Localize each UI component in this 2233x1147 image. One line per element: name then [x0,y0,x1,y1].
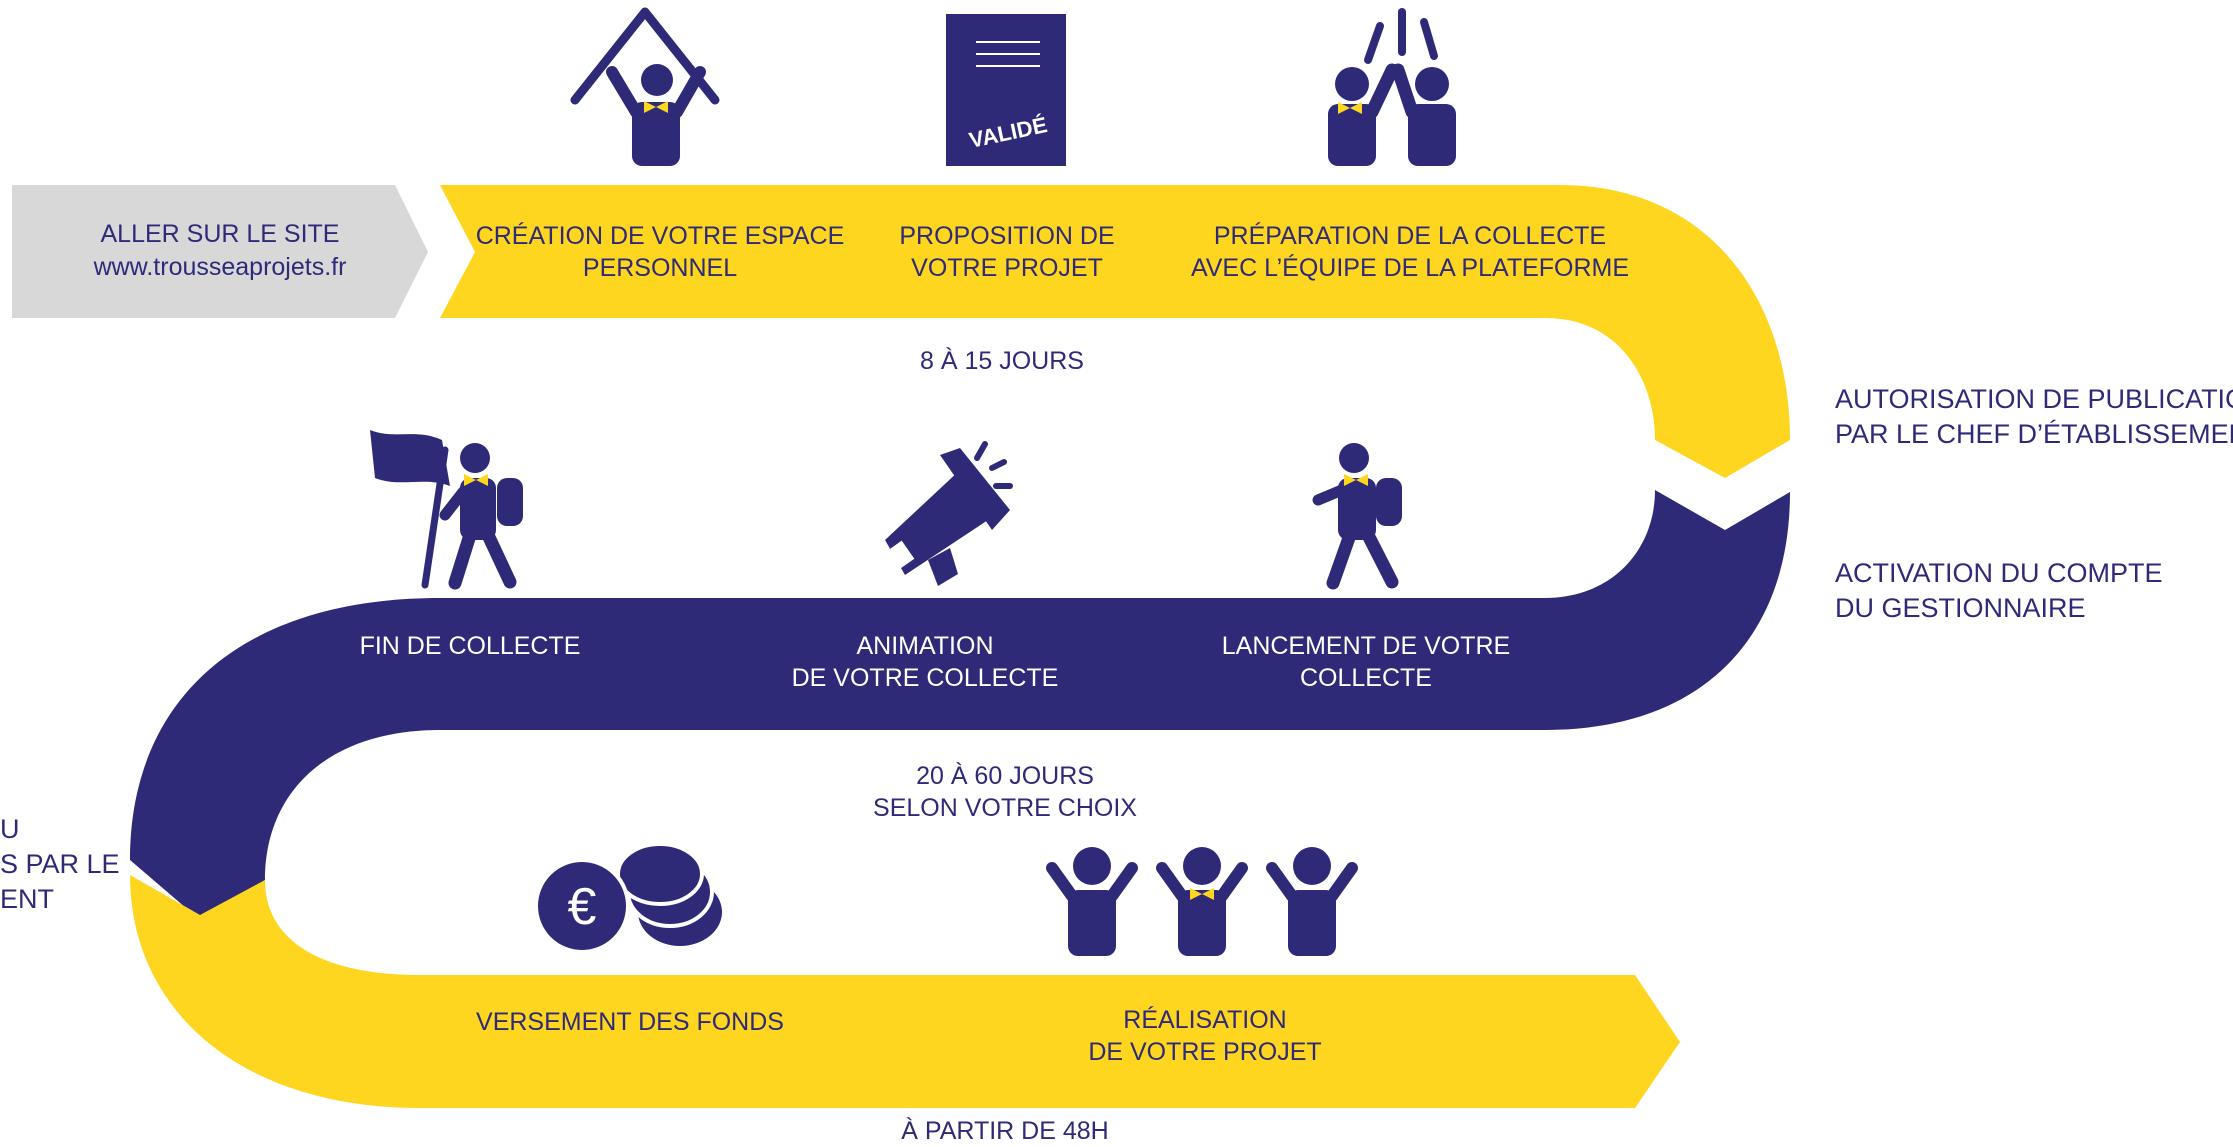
hiker-walking-icon [1312,443,1402,590]
validated-document-icon: VALIDÉ [946,14,1066,166]
cheering-group-icon [1046,847,1358,956]
note-authorisation-line1: AUTORISATION DE PUBLICATION [1835,384,2233,414]
row2-duration-line2: SELON VOTRE CHOIX [873,794,1137,822]
left-note-line1: U [0,814,20,844]
step-proposition-line2: VOTRE PROJET [911,254,1103,282]
step-versement: VERSEMENT DES FONDS [476,1008,784,1036]
start-label-line1: ALLER SUR LE SITE [101,220,340,248]
step-proposition-line1: PROPOSITION DE [899,222,1114,250]
row1-duration: 8 À 15 JOURS [920,346,1084,375]
note-authorisation-line2: PAR LE CHEF D’ÉTABLISSEMENT [1835,419,2233,449]
step-animation-line1: ANIMATION [856,632,993,660]
step-creation-line2: PERSONNEL [583,254,737,282]
start-label-url[interactable]: www.trousseaprojets.fr [93,253,347,281]
step-lancement-line1: LANCEMENT DE VOTRE [1222,632,1510,660]
left-note-line2: S PAR LE [0,849,120,879]
high-five-icon [1328,8,1456,166]
row2-duration-line1: 20 À 60 JOURS [916,761,1094,790]
ribbon-top-yellow [440,185,1790,478]
step-fin-collecte: FIN DE COLLECTE [360,632,581,660]
start-arrow [12,185,428,318]
note-activation-line1: ACTIVATION DU COMPTE [1835,558,2163,588]
person-under-roof-icon [570,7,720,166]
step-animation-line2: DE VOTRE COLLECTE [792,664,1059,692]
step-preparation-line2: AVEC L’ÉQUIPE DE LA PLATEFORME [1191,253,1629,282]
ribbon-middle-navy [130,490,1790,920]
left-note-line3: ENT [0,884,54,914]
row3-duration: À PARTIR DE 48H [901,1116,1108,1145]
euro-symbol: € [568,878,597,936]
step-preparation-line1: PRÉPARATION DE LA COLLECTE [1214,221,1606,250]
ribbon-bottom-yellow [130,875,1680,1108]
note-activation-line2: DU GESTIONNAIRE [1835,593,2086,623]
step-realisation-line2: DE VOTRE PROJET [1088,1038,1321,1066]
hiker-with-flag-icon [370,430,523,590]
step-creation-line1: CRÉATION DE VOTRE ESPACE [476,221,845,250]
euro-coins-icon: € [534,842,722,954]
step-lancement-line2: COLLECTE [1300,664,1432,692]
step-realisation-line1: RÉALISATION [1123,1005,1286,1034]
megaphone-icon [883,441,1013,586]
